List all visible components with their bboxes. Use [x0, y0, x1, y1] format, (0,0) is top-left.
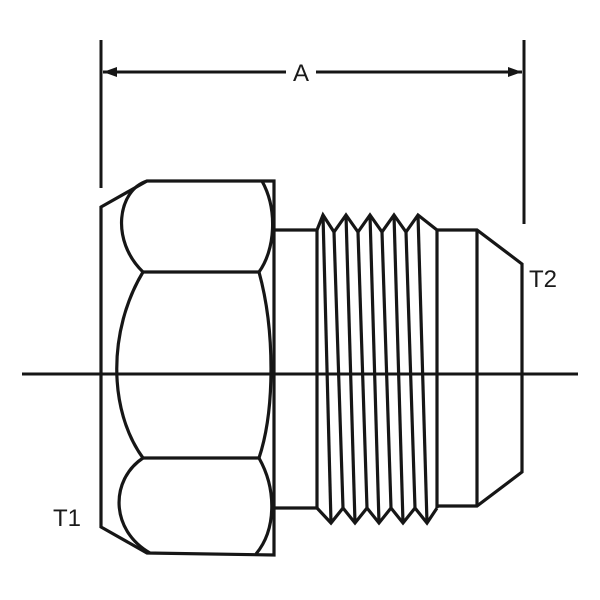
thread-profile-bottom — [315, 505, 439, 526]
dimension-a: A — [99, 40, 526, 224]
flare-outline — [437, 228, 524, 508]
hex-face-bottom — [117, 456, 274, 556]
hex-outline — [99, 179, 276, 557]
neck — [274, 228, 317, 510]
dimension-label-a: A — [293, 60, 309, 87]
hex-head — [99, 179, 276, 557]
male-thread — [315, 211, 439, 526]
hex-face-top — [120, 179, 275, 274]
callout-t2: T2 — [529, 266, 557, 293]
flare-end — [437, 228, 524, 508]
hex-face-middle — [115, 271, 273, 459]
callout-t1: T1 — [53, 505, 81, 532]
